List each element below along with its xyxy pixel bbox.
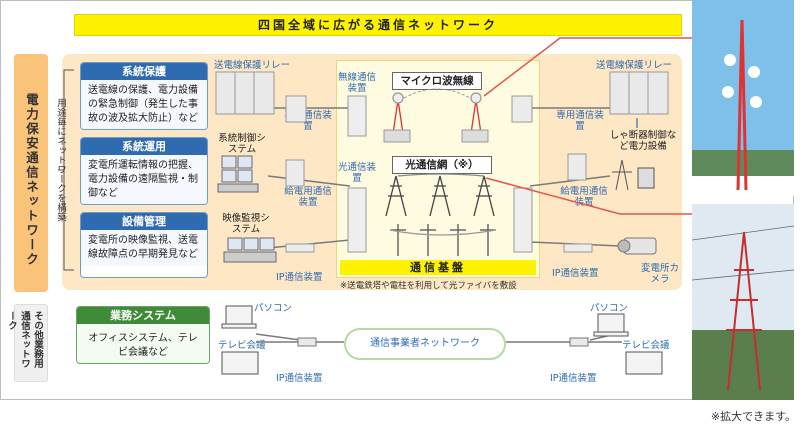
dedicated-right-label: 専用通信装置 [556,110,604,132]
optical-device-label: 光通信装置 [337,162,376,184]
relay-rack-left-icon [215,71,275,115]
pc-icons [221,305,629,337]
tv-conference-icons [221,351,663,375]
feeder-right-label: 給電用通信装置 [560,186,608,208]
card-business-system: 業務システム オフィスシステム、テレビ会議など [76,306,210,364]
relay-rack-right-icon [609,71,669,115]
pc-left-label: パソコン [254,303,293,314]
microwave-tower-icons [391,92,483,141]
card-header: 系統運用 [81,138,207,155]
ip-left-label: IP通信装置 [276,272,323,283]
wireless-device-label: 無線通信装置 [337,72,376,94]
card-body: 変電所運転情報の把握、電力設備の遠隔監視・制御など [81,155,207,204]
card-body: オフィスシステム、テレビ会議など [77,324,209,363]
fiber-network-label: 光通信網（※） [392,156,492,174]
other-network-label: その他業務用通信ネットワーク [6,304,48,382]
dedicated-device-icons [285,95,593,253]
tv-right-label: テレビ会議 [622,340,670,351]
transmission-tower-icons [385,173,495,217]
card-header: 系統保護 [81,63,207,80]
control-system-label: 系統制御システム [218,133,266,155]
tv-left-label: テレビ会議 [218,340,266,351]
diagram-title: 四国全域に広がる通信ネットワーク [74,14,682,36]
card-body: 変電所の映像監視、送電線故障点の早期発見など [81,230,207,266]
control-monitor-icon [217,155,259,193]
ip-device-icons [297,337,589,347]
ip-bottom-right-label: IP通信装置 [550,373,597,384]
card-header: 業務システム [77,307,209,324]
camera-label: 変電所カメラ [640,263,679,285]
utility-pole-icons [389,224,497,256]
core-device-icons [347,95,533,253]
transmission-tower-photo [691,204,795,400]
video-monitor-icon [223,237,277,263]
ip-right-label: IP通信装置 [552,268,599,279]
power-network-label: 電力保安通信ネットワーク [14,54,48,292]
usage-label: 用途毎にネットワークを構築 [55,98,66,222]
card-system-operation: 系統運用 変電所運転情報の把握、電力設備の遠隔監視・制御など [80,137,208,205]
card-header: 設備管理 [81,213,207,230]
video-system-label: 映像監視システム [222,213,270,235]
fiber-footnote: ※送電鉄塔や電柱を利用して光ファイバを敷設 [340,281,517,291]
backbone-label: 通信基盤 [340,260,536,275]
breaker-icon [612,159,655,191]
microwave-label: マイクロ波無線 [392,72,482,90]
card-body: 送電線の保護、電力設備の緊急制御（発生した事故の波及拡大防止）など [81,80,207,129]
relay-left-label: 送電線保護リレー [214,60,291,71]
feeder-left-label: 給電用通信装置 [284,186,332,208]
photo-leader-lines [483,37,692,215]
pc-right-label: パソコン [590,303,629,314]
carrier-network: 通信事業者ネットワーク [344,328,506,360]
camera-icon [617,237,657,255]
breaker-label: しゃ断器制御など電力設備 [609,130,677,152]
dedicated-left-label: 専用通信装置 [284,110,332,132]
zoom-note: ※拡大できます。 [710,410,796,423]
card-system-protection: 系統保護 送電線の保護、電力設備の緊急制御（発生した事故の波及拡大防止）など [80,62,208,130]
microwave-tower-photo [692,0,794,196]
ip-bottom-left-label: IP通信装置 [276,373,323,384]
card-facility-management: 設備管理 変電所の映像監視、送電線故障点の早期発見など [80,212,208,278]
relay-right-label: 送電線保護リレー [596,60,673,71]
